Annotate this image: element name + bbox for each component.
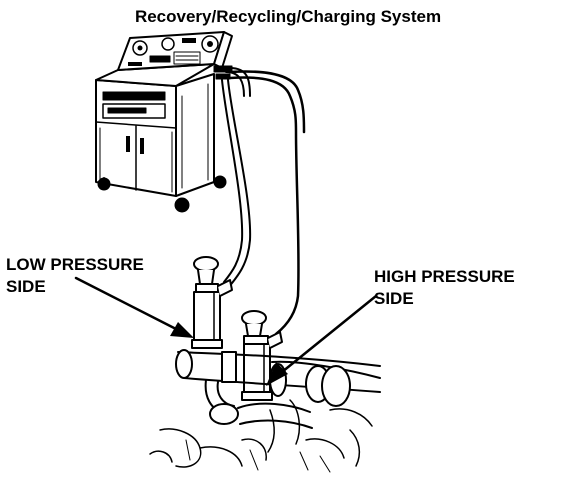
high-pressure-arrow xyxy=(266,294,378,386)
high-pressure-label-line2: SIDE xyxy=(374,289,414,308)
low-pressure-label-line1: LOW PRESSURE xyxy=(6,255,144,274)
refrigerant-lines xyxy=(149,349,381,473)
diagram-title: Recovery/Recycling/Charging System xyxy=(135,7,441,26)
low-pressure-label-line2: SIDE xyxy=(6,277,46,296)
recovery-machine xyxy=(95,31,251,213)
high-pressure-label-line1: HIGH PRESSURE xyxy=(374,267,515,286)
low-pressure-arrow xyxy=(74,276,194,338)
service-hoses xyxy=(221,70,306,336)
high-pressure-coupler xyxy=(241,310,283,401)
low-pressure-coupler xyxy=(191,256,233,349)
